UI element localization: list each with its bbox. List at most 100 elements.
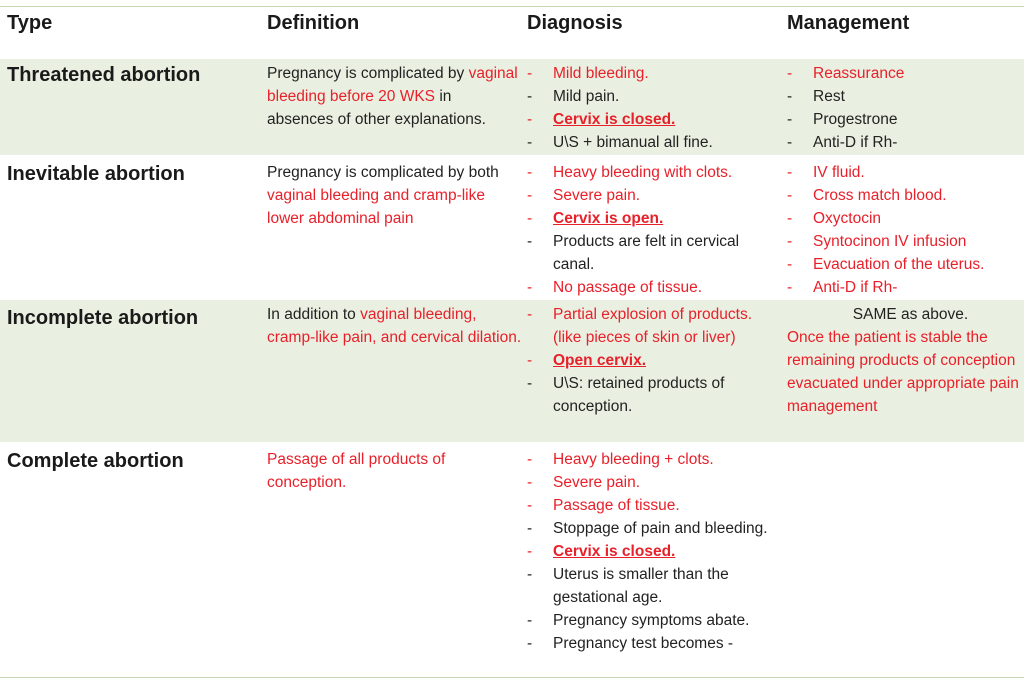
diagnosis-item: -Products are felt in cervical canal. — [527, 230, 782, 276]
bullet-dash: - — [527, 65, 533, 82]
diagnosis-item-text: Severe pain. — [553, 474, 641, 491]
table-row-threatened: Threatened abortion Pregnancy is complic… — [0, 59, 1024, 155]
management-item-text: IV fluid. — [813, 164, 865, 181]
diagnosis-item: - Mild pain. — [527, 85, 782, 108]
diagnosis-complete: - Heavy bleeding + clots. - Severe pain. -… — [527, 448, 782, 655]
definition-inevitable: Pregnancy is complicated by both vaginal… — [267, 161, 522, 230]
diagnosis-item-text: Partial explosion of products. (like pie… — [553, 306, 753, 346]
bullet-dash: - — [527, 88, 533, 105]
management-item: - Progestrone — [787, 108, 1024, 131]
bullet-dash: - — [527, 566, 533, 583]
diagnosis-item-text: Uterus is smaller than the gestational a… — [553, 566, 729, 606]
diagnosis-item: - Uterus is smaller than the gestational … — [527, 563, 782, 609]
management-item-text: Oxyctocin — [813, 210, 882, 227]
diagnosis-item-text: Products are felt in cervical canal. — [553, 233, 740, 273]
bullet-dash: - — [787, 256, 793, 273]
definition-complete: Passage of all products of conception. — [267, 448, 522, 494]
management-item-text: Anti-D if Rh- — [813, 134, 898, 151]
definition-text: vaginal bleeding before 20 WKS — [267, 65, 518, 105]
management-item: - Evacuation of the uterus. — [787, 253, 1024, 276]
diagnosis-item: - Severe pain. — [527, 471, 782, 494]
definition-text: In addition to — [267, 306, 361, 323]
bullet-dash: - — [527, 164, 533, 181]
diagnosis-item: - Passage of tissue. — [527, 494, 782, 517]
diagnosis-item: -Stoppage of pain and bleeding. — [527, 517, 782, 540]
diagnosis-item-text: Open cervix. — [553, 352, 647, 369]
management-item-text: Evacuation of the uterus. — [813, 256, 985, 273]
diagnosis-inevitable: - Heavy bleeding with clots. -Severe pain… — [527, 161, 782, 299]
table-row-complete: Complete abortion Passage of all product… — [0, 445, 1024, 675]
diagnosis-item: -U\S + bimanual all fine. — [527, 131, 782, 154]
diagnosis-item-text: Heavy bleeding + clots. — [553, 451, 714, 468]
management-item: - Cross match blood. — [787, 184, 1024, 207]
bullet-dash: - — [787, 111, 793, 128]
management-item: -Anti-D if Rh- — [787, 131, 1024, 154]
type-complete: Complete abortion — [7, 450, 184, 472]
definition-threatened: Pregnancy is complicated by vaginal blee… — [267, 62, 522, 131]
bullet-dash: - — [527, 306, 533, 323]
bullet-dash: - — [787, 279, 793, 296]
bullet-dash: - — [527, 187, 533, 204]
management-item-text: Rest — [813, 88, 845, 105]
bullet-dash: - — [787, 164, 793, 181]
management-item: -Reassurance — [787, 62, 1024, 85]
type-incomplete: Incomplete abortion — [7, 307, 199, 329]
bullet-dash: - — [527, 134, 533, 151]
bullet-dash: - — [527, 451, 533, 468]
bullet-dash: - — [527, 543, 533, 560]
bullet-dash: - — [527, 375, 533, 392]
diagnosis-item: -Cervix is open. — [527, 207, 782, 230]
diagnosis-item: -Cervix is closed. — [527, 540, 782, 563]
diagnosis-item-text: Mild pain. — [553, 88, 620, 105]
diagnosis-item-text: Cervix is closed. — [553, 111, 676, 128]
diagnosis-item: - Partial explosion of products. (like pi… — [527, 303, 782, 349]
management-same-note: SAME as above. — [852, 306, 969, 323]
management-evacuation-note: Once the patient is stable the remaining… — [787, 329, 1019, 415]
header-type: Type — [7, 12, 53, 34]
definition-incomplete: In addition to vaginal bleeding, cramp-l… — [267, 303, 522, 349]
management-item: -Rest — [787, 85, 1024, 108]
diagnosis-item: -No passage of tissue. — [527, 276, 782, 299]
diagnosis-item-text: Mild bleeding. — [553, 65, 649, 82]
header-definition: Definition — [267, 12, 360, 34]
definition-text: Pregnancy is complicated by both — [267, 164, 499, 181]
management-item-text: Progestrone — [813, 111, 898, 128]
diagnosis-item: -Severe pain. — [527, 184, 782, 207]
diagnosis-incomplete: - Partial explosion of products. (like pi… — [527, 303, 782, 418]
bullet-dash: - — [787, 233, 793, 250]
bullet-dash: - — [527, 279, 533, 296]
management-threatened: -Reassurance -Rest - Progestrone -Anti-D … — [787, 62, 1024, 154]
bullet-dash: - — [527, 497, 533, 514]
table-row-inevitable: Inevitable abortion Pregnancy is complic… — [0, 158, 1024, 298]
management-inevitable: -IV fluid. -Cross match blood. -Oxyctoci… — [787, 161, 1024, 299]
diagnosis-item-text: Passage of tissue. — [553, 497, 680, 514]
management-item: -Syntocinon IV infusion — [787, 230, 1024, 253]
definition-text: in absences of other explanations. — [267, 88, 486, 128]
header-diagnosis: Diagnosis — [527, 12, 623, 34]
diagnosis-item: - Pregnancy symptoms abate. — [527, 609, 782, 632]
management-item: -Oxyctocin — [787, 207, 1024, 230]
diagnosis-item-text: Pregnancy symptoms abate. — [553, 612, 750, 629]
header-management: Management — [787, 12, 910, 34]
diagnosis-item-text: Pregnancy test becomes - — [553, 635, 734, 652]
type-inevitable: Inevitable abortion — [7, 163, 185, 185]
diagnosis-item: - U\S: retained products of conception. — [527, 372, 782, 418]
diagnosis-item: - Pregnancy test becomes - — [527, 632, 782, 655]
diagnosis-item-text: Heavy bleeding with clots. — [553, 164, 733, 181]
bullet-dash: - — [527, 111, 533, 128]
diagnosis-item: - Mild bleeding. — [527, 62, 782, 85]
bullet-dash: - — [527, 612, 533, 629]
management-item: - Anti-D if Rh- — [787, 276, 1024, 299]
table-top-rule — [0, 6, 1024, 7]
diagnosis-item-text: U\S: retained products of conception. — [553, 375, 725, 415]
bullet-dash: - — [787, 187, 793, 204]
bullet-dash: - — [527, 474, 533, 491]
management-incomplete: SAME as above. Once the patient is stabl… — [787, 303, 1024, 418]
type-threatened: Threatened abortion — [7, 64, 201, 86]
definition-text: vaginal bleeding and cramp-like lower ab… — [267, 187, 485, 227]
management-item-text: Anti-D if Rh- — [813, 279, 898, 296]
bullet-dash: - — [527, 635, 533, 652]
management-item-text: Cross match blood. — [813, 187, 947, 204]
definition-text: Passage of all products of conception. — [267, 451, 446, 491]
